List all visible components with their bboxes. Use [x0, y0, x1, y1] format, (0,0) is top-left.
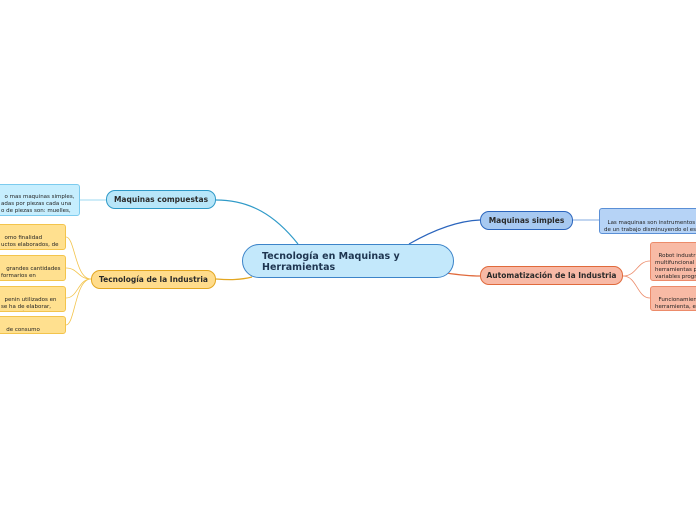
connector-industria-leaf-2 — [65, 267, 92, 280]
subtopic-compuestas-description[interactable]: o mas maquinas simples, adas por piezas … — [0, 184, 80, 216]
connector-central-automatizacion — [445, 272, 481, 277]
connector-industria-leaf-3 — [65, 278, 92, 299]
subtopic-text: o mas maquinas simples, adas por piezas … — [1, 194, 75, 214]
connector-central-simples — [408, 219, 481, 245]
subtopic-text: grandes cantidades formarios en — [1, 266, 61, 279]
subtopic-text: penin utilizados en se ha de elaborar, r… — [1, 297, 57, 310]
topic-label: Automatización de la Industria — [486, 271, 617, 280]
subtopic-automatizacion-robot[interactable]: Robot industri multifuncional herramient… — [650, 242, 696, 281]
topic-label: Maquinas compuestas — [113, 195, 209, 204]
topic-label: Tecnología de la Industria — [98, 275, 208, 284]
subtopic-industria-1[interactable]: omo finalidad uctos elaborados, de — [0, 224, 66, 250]
connector-central-compuestas — [215, 199, 299, 245]
subtopic-industria-2[interactable]: grandes cantidades formarios en — [0, 255, 66, 281]
connector-automatizacion-leaf-2 — [622, 275, 651, 299]
topic-automatizacion-industria[interactable]: Automatización de la Industria — [480, 266, 623, 285]
subtopic-text: Las maquinas son instrumentos q de un tr… — [604, 220, 696, 233]
subtopic-text: omo finalidad uctos elaborados, de — [1, 235, 59, 248]
connector-industria-leaf-4 — [65, 278, 92, 326]
connector-central-industria — [215, 276, 253, 281]
topic-maquinas-compuestas[interactable]: Maquinas compuestas — [106, 190, 216, 209]
topic-label: Maquinas simples — [488, 216, 565, 225]
subtopic-simples-description[interactable]: Las maquinas son instrumentos q de un tr… — [599, 208, 696, 234]
connector-industria-leaf-1 — [65, 236, 92, 280]
subtopic-industria-4[interactable]: de consumo — [0, 316, 66, 334]
subtopic-text: Robot industri multifuncional herramient… — [655, 253, 696, 280]
topic-maquinas-simples[interactable]: Maquinas simples — [480, 211, 573, 230]
connector-automatizacion-leaf-1 — [622, 260, 651, 277]
subtopic-text: de consumo — [4, 327, 40, 333]
topic-tecnologia-industria[interactable]: Tecnología de la Industria — [91, 270, 216, 289]
central-topic[interactable]: Tecnología en Maquinas y Herramientas — [242, 244, 454, 278]
subtopic-text: Funcionamient herramienta, e humanos en … — [655, 297, 696, 310]
subtopic-automatizacion-funcionamiento[interactable]: Funcionamient herramienta, e humanos en … — [650, 286, 696, 311]
central-topic-label: Tecnología en Maquinas y Herramientas — [262, 251, 400, 273]
subtopic-industria-3[interactable]: penin utilizados en se ha de elaborar, r… — [0, 286, 66, 312]
